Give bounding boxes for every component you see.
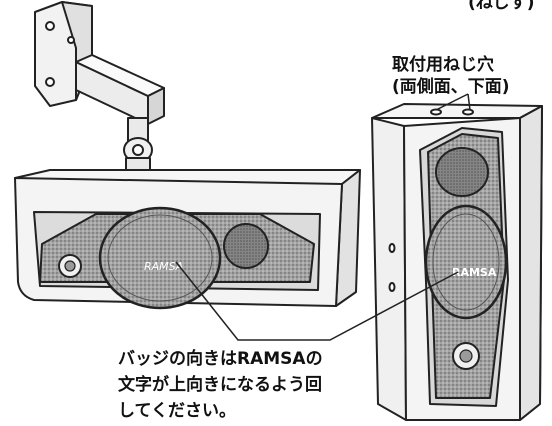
badge-note-line2: 文字が上向きになるよう回 — [118, 375, 322, 395]
badge-note-line1: バッジの向きはRAMSAの — [118, 349, 323, 369]
passive-radiator — [223, 223, 269, 269]
ramsa-logo-text: RAMSA — [452, 266, 497, 279]
wall-plate-screw-hole — [45, 77, 55, 87]
passive-radiator — [435, 147, 489, 197]
speaker-vertical: RAMSA — [371, 103, 543, 421]
cut-off-label: (ねじす) — [468, 0, 535, 13]
screw-hole-label: 取付用ねじ穴 (両側面、下面) — [392, 54, 552, 98]
leader-line-badge — [175, 261, 459, 341]
badge-orientation-note: バッジの向きはRAMSAの 文字が上向きになるよう回 してください。 — [118, 346, 418, 424]
top-screw-hole — [462, 108, 474, 116]
woofer — [424, 204, 508, 320]
side-screw-hole — [388, 243, 396, 253]
wall-plate-screw-hole — [45, 21, 55, 31]
speaker-horizontal: RAMSA — [14, 169, 361, 310]
woofer — [98, 206, 222, 310]
ramsa-badge-vertical: RAMSA — [452, 266, 497, 279]
badge-note-line3: してください。 — [118, 401, 236, 421]
leader-line-screw-hole-1 — [435, 93, 469, 111]
screw-hole-label-line2: (両側面、下面) — [392, 77, 510, 97]
side-screw-hole — [388, 282, 396, 292]
screw-hole-label-line1: 取付用ねじ穴 — [392, 55, 494, 75]
wall-bracket — [34, 1, 171, 183]
ramsa-badge-horizontal: RAMSA — [144, 260, 183, 273]
cabinet-top — [371, 103, 543, 119]
ramsa-logo-text: RAMSA — [144, 260, 183, 273]
top-screw-hole — [430, 108, 442, 116]
leader-line-screw-hole-2 — [467, 93, 471, 111]
